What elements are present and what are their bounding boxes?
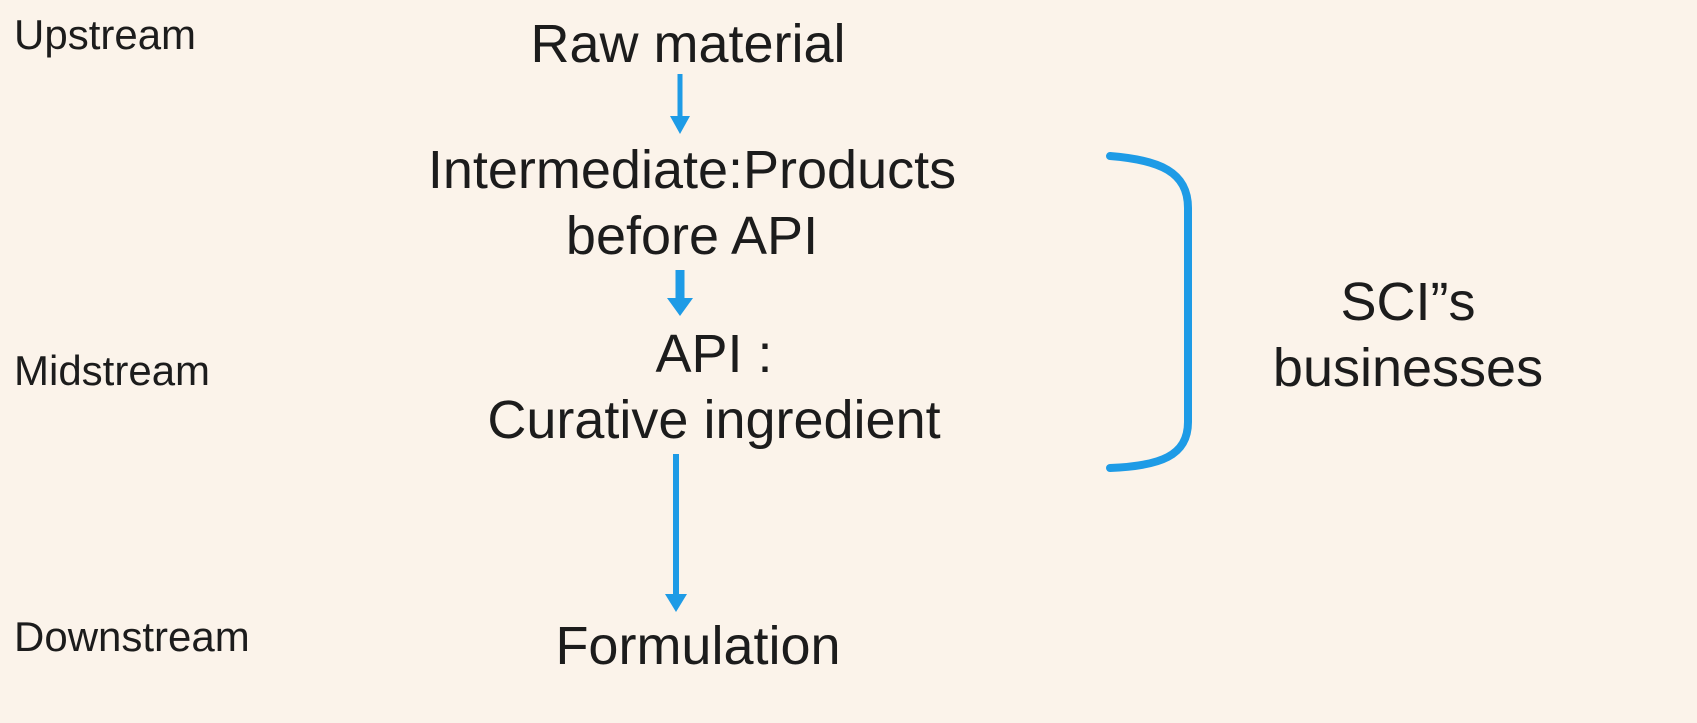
- stage-label-downstream: Downstream: [14, 613, 250, 660]
- bracket-right: [1106, 152, 1192, 472]
- stage-label-upstream: Upstream: [14, 11, 197, 58]
- node-intermediate-line2: before API: [565, 205, 819, 266]
- node-api: API : Curative ingredient: [487, 322, 940, 454]
- node-api-line2: Curative ingredient: [487, 389, 941, 450]
- node-raw-material: Raw material: [530, 12, 845, 78]
- bracket-label-line2: businesses: [1272, 337, 1544, 398]
- node-formulation: Formulation: [555, 614, 840, 680]
- node-intermediate-line1: Intermediate:Products: [427, 140, 957, 200]
- node-api-line1: API :: [655, 324, 773, 384]
- arrow-raw-to-intermediate: [670, 74, 690, 134]
- bracket-label-line1: SCI”s: [1340, 272, 1476, 332]
- node-raw-material-text: Raw material: [530, 14, 846, 74]
- node-intermediate: Intermediate:Products before API: [428, 138, 956, 270]
- stage-label-midstream: Midstream: [14, 347, 211, 394]
- bracket-label: SCI”s businesses: [1273, 270, 1543, 402]
- arrow-api-to-formulation: [665, 454, 687, 612]
- node-formulation-text: Formulation: [555, 616, 841, 676]
- arrow-intermediate-to-api: [667, 270, 693, 316]
